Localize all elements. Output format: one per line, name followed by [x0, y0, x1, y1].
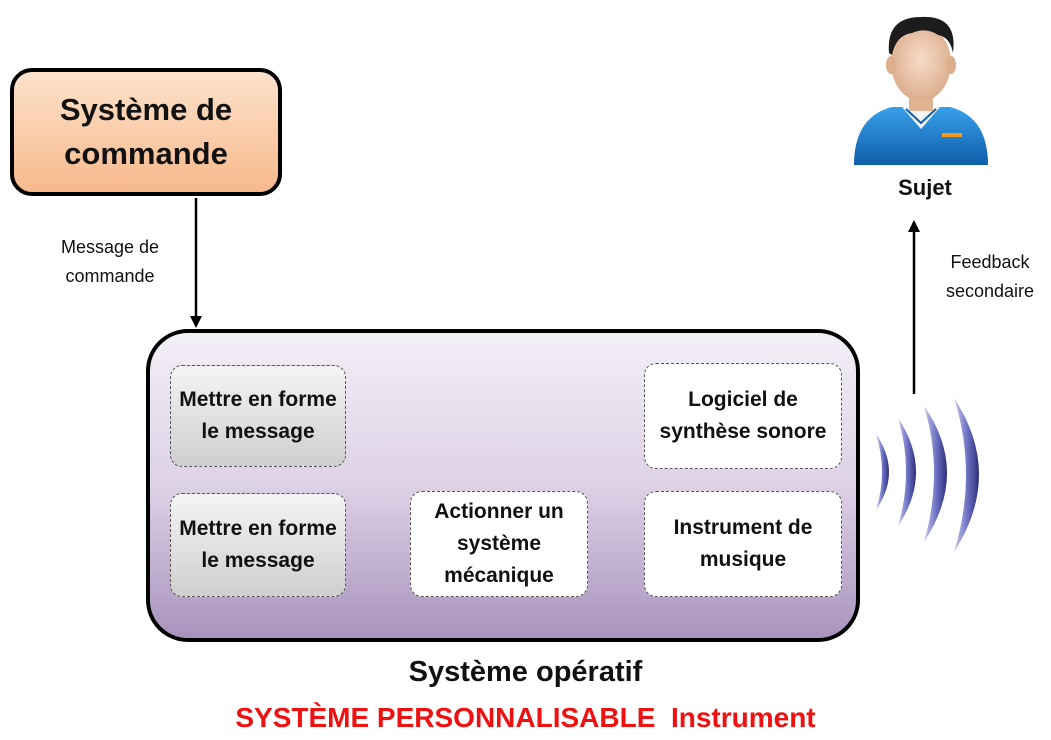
row2-middle-box: Actionner un système mécanique	[410, 491, 588, 597]
row2-target-label: Instrument de musique	[673, 516, 813, 571]
operative-system-box: Mettre en forme le message Logiciel de s…	[146, 329, 860, 642]
subject-label: Sujet	[898, 175, 952, 200]
row2-format-label: Mettre en forme le message	[179, 517, 337, 572]
person-icon	[854, 16, 988, 165]
feedback-label: Feedback secondaire	[945, 252, 1035, 301]
row1-format-label: Mettre en forme le message	[179, 388, 337, 443]
command-system-title: Système de commande	[59, 92, 233, 171]
row2-middle-label: Actionner un système mécanique	[434, 500, 564, 587]
row1-format-box: Mettre en forme le message	[170, 365, 346, 467]
sound-waves-icon	[876, 398, 979, 552]
row2-format-box: Mettre en forme le message	[170, 493, 346, 597]
operative-system-title: Système opératif	[408, 656, 643, 688]
row1-target-label: Logiciel de synthèse sonore	[659, 388, 827, 443]
command-system-box: Système de commande	[10, 68, 282, 196]
row1-target-box: Logiciel de synthèse sonore	[644, 363, 842, 469]
command-message-label: Message de commande	[60, 237, 160, 286]
row2-target-box: Instrument de musique	[644, 491, 842, 597]
personalisable-title: SYSTÈME PERSONNALISABLE Instrument	[235, 702, 816, 733]
